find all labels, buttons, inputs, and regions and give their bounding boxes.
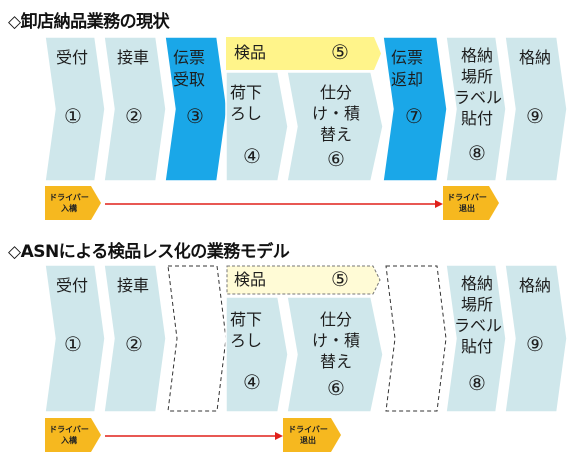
step-label: 受付 [55, 48, 88, 67]
step-label-line2: 場所 [460, 67, 493, 86]
step-number: ⑧ [468, 371, 486, 395]
driver-in-line2: 入構 [61, 204, 77, 213]
driver-out-badge-1: ドライバー 退出 [443, 186, 499, 220]
step-label-line1: 仕分 [319, 83, 352, 102]
driver-out-line1: ドライバー [447, 193, 487, 202]
section1-title: ◇卸店納品業務の現状 [8, 12, 170, 32]
step-label-line3: 替え [319, 125, 352, 144]
step-sesha-2: 接車 ② [103, 264, 167, 413]
step-number: ① [64, 332, 82, 356]
step-number: ① [64, 104, 82, 128]
step-label-line3: ラベル [454, 88, 503, 107]
step-label-line4: 貼付 [460, 337, 493, 356]
section2-title: ◇ASNによる検品レス化の業務モデル [8, 242, 290, 262]
step-shiwake-2: 仕分 け・積 替え ⑥ [286, 296, 384, 413]
driver-in-line1: ドライバー [49, 425, 89, 434]
step-number: ⑥ [327, 147, 345, 171]
step-number: ⑨ [526, 104, 544, 128]
driver-in-line1: ドライバー [49, 193, 89, 202]
removed-step-placeholder-2 [385, 265, 447, 412]
step-label-line2: 返却 [391, 70, 424, 89]
step-number: ② [125, 332, 143, 356]
step-label-hari-1: 格納 場所 ラベル 貼付 ⑧ [445, 36, 507, 182]
step-label-line1: 格納 [460, 46, 493, 65]
step-label-line3: ラベル [454, 316, 503, 335]
step-label-line4: 貼付 [460, 109, 493, 128]
step-label-line3: 替え [319, 352, 352, 371]
step-number: ⑨ [526, 332, 544, 356]
step-number: ④ [243, 370, 261, 394]
step-label: 格納 [518, 276, 551, 295]
kenpin-number: ⑤ [331, 267, 349, 291]
step-kakuno-2: 格納 ⑨ [504, 264, 568, 413]
step-label-hari-2: 格納 場所 ラベル 貼付 ⑧ [445, 264, 507, 413]
driver-out-line1: ドライバー [288, 425, 328, 434]
step-denpyo-uketori: 伝票 受取 ③ [164, 36, 228, 182]
step-label: 接車 [116, 48, 149, 67]
step-label-line1: 伝票 [173, 48, 206, 67]
driver-flow-arrow-1 [105, 200, 443, 208]
step-label-line2: け・積 [311, 104, 360, 123]
step-uketsuke-1: 受付 ① [44, 36, 106, 182]
driver-in-line2: 入構 [61, 436, 77, 445]
step-shiwake-1: 仕分 け・積 替え ⑥ [286, 71, 384, 182]
step-label-line1: 荷下 [230, 310, 263, 329]
step-number: ③ [186, 104, 204, 128]
kenpin-label: 検品 [234, 270, 267, 289]
step-number: ② [125, 104, 143, 128]
kenpin-number: ⑤ [331, 40, 349, 64]
driver-flow-arrow-2 [105, 432, 283, 440]
step-number: ⑦ [405, 104, 423, 128]
step-label-line2: け・積 [311, 331, 360, 350]
step-label-line2: 受取 [173, 70, 206, 89]
step-label-line1: 荷下 [230, 83, 263, 102]
kenpin-bar-1: 検品 ⑤ [226, 37, 381, 70]
step-sesha-1: 接車 ② [103, 36, 167, 182]
step-kakuno-1: 格納 ⑨ [504, 36, 568, 182]
step-label-line1: 伝票 [391, 48, 424, 67]
step-label-line2: ろし [230, 331, 263, 350]
step-number: ④ [243, 144, 261, 168]
kenpin-label: 検品 [234, 43, 267, 62]
step-number: ⑧ [468, 141, 486, 165]
step-nioroshi-2: 荷下 ろし ④ [225, 296, 289, 413]
driver-in-badge-2: ドライバー 入構 [45, 418, 101, 452]
step-number: ⑥ [327, 376, 345, 400]
step-nioroshi-1: 荷下 ろし ④ [225, 71, 289, 182]
step-label-line2: ろし [230, 104, 263, 123]
step-denpyo-henkyaku: 伝票 返却 ⑦ [382, 36, 448, 182]
step-label: 格納 [518, 48, 551, 67]
driver-out-line2: 退出 [459, 204, 475, 213]
step-label-line1: 格納 [460, 274, 493, 293]
step-label-line1: 仕分 [319, 310, 352, 329]
step-label: 接車 [116, 276, 149, 295]
step-label-line2: 場所 [460, 295, 493, 314]
step-label: 受付 [55, 276, 88, 295]
removed-step-placeholder-1 [167, 265, 227, 412]
kenpin-bar-2: 検品 ⑤ [226, 265, 381, 295]
driver-in-badge-1: ドライバー 入構 [45, 186, 101, 220]
step-uketsuke-2: 受付 ① [44, 264, 106, 413]
driver-out-badge-2: ドライバー 退出 [283, 418, 341, 452]
driver-out-line2: 退出 [300, 436, 316, 445]
